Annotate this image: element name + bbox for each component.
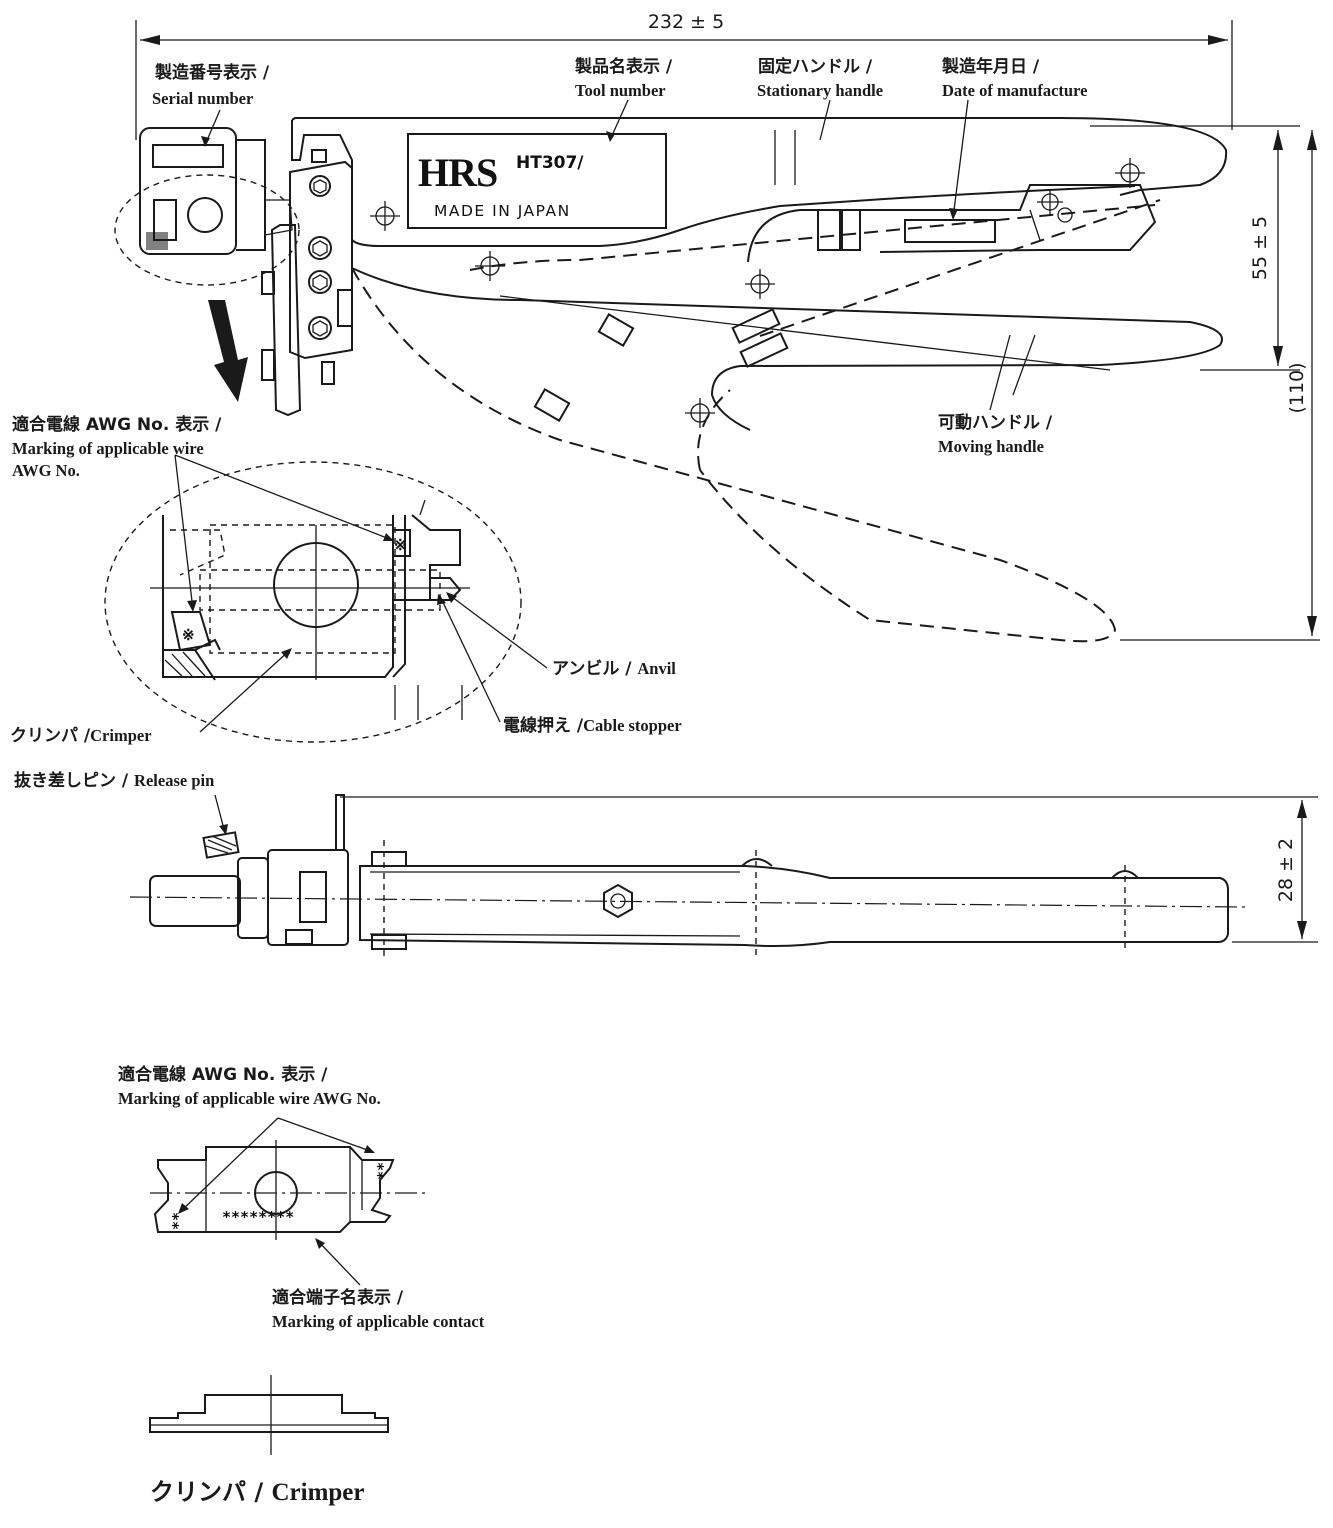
anvil-label-jp: アンビル / xyxy=(552,659,637,679)
serial-label-jp: 製造番号表示 / xyxy=(154,62,270,83)
release-pin-label: 抜き差しピン / Release pin xyxy=(14,770,214,791)
crimper-front-mark-right: ** xyxy=(369,1162,387,1180)
awg2-label-en: Marking of applicable wire AWG No. xyxy=(118,1089,381,1108)
side-view-leaders xyxy=(201,99,1036,396)
tool-side-view: HRS HT307/ MADE IN JAPAN xyxy=(114,117,1228,643)
height-dimensions: 55 ± 5 (110) xyxy=(1090,125,1320,641)
date-label-jp: 製造年月日 / xyxy=(941,56,1040,77)
tool-number-label-jp: 製品名表示 / xyxy=(574,56,673,77)
awg-label-en-1: Marking of applicable wire xyxy=(12,439,204,458)
open-height-value: (110) xyxy=(1286,362,1308,413)
crimper-front-contact-mark: ******** xyxy=(222,1208,294,1226)
handle-height-value: 55 ± 5 xyxy=(1249,216,1271,280)
contact-label-en: Marking of applicable contact xyxy=(272,1312,485,1331)
detail-mark-left: ※ xyxy=(182,626,195,644)
overall-length-value: 232 ± 5 xyxy=(648,11,724,33)
awg-label-en-2: AWG No. xyxy=(12,461,80,480)
release-pin-label-en: Release pin xyxy=(134,771,214,790)
overall-length-dimension: 232 ± 5 xyxy=(135,11,1233,140)
date-label-en: Date of manufacture xyxy=(942,81,1087,100)
head-detail-view: ※ ※ xyxy=(104,461,522,743)
stationary-handle-label-en: Stationary handle xyxy=(757,81,883,100)
awg-label-jp: 適合電線 AWG No. 表示 / xyxy=(12,414,222,435)
crimper-profile-view xyxy=(149,1375,389,1455)
width-value: 28 ± 2 xyxy=(1275,838,1297,902)
crimper-title-jp: クリンパ / xyxy=(150,1478,271,1506)
contact-label-jp: 適合端子名表示 / xyxy=(272,1287,404,1308)
moving-handle-label-en: Moving handle xyxy=(938,437,1044,456)
detail-mark-right: ※ xyxy=(394,536,407,554)
crimper-title: クリンパ / Crimper xyxy=(150,1478,365,1506)
cable-stopper-label-en: Cable stopper xyxy=(583,716,682,735)
crimper-detail-label-en: Crimper xyxy=(90,726,151,745)
nameplate-made-in: MADE IN JAPAN xyxy=(434,202,571,220)
crimper-front-leaders xyxy=(178,1117,375,1286)
crimper-detail-label-jp: クリンパ / xyxy=(10,726,91,746)
awg2-label-jp: 適合電線 AWG No. 表示 / xyxy=(118,1064,328,1085)
release-pin-label-jp: 抜き差しピン / xyxy=(14,770,134,791)
crimper-title-en: Crimper xyxy=(271,1479,364,1506)
crimper-front-mark-left: ** xyxy=(164,1212,182,1230)
crimper-detail-label: クリンパ /Crimper xyxy=(10,726,152,746)
anvil-label-en: Anvil xyxy=(637,659,676,678)
stationary-handle-label-jp: 固定ハンドル / xyxy=(758,56,873,77)
detail-arrow xyxy=(208,300,248,402)
tool-top-view: 28 ± 2 xyxy=(129,794,1318,960)
crimper-front-view: ** ** ******** xyxy=(150,1140,425,1240)
serial-label-en: Serial number xyxy=(152,89,253,108)
nameplate: HRS HT307/ MADE IN JAPAN xyxy=(407,133,667,229)
tool-number-label-en: Tool number xyxy=(575,81,666,100)
pivot-marks xyxy=(370,158,1145,428)
moving-handle-label-jp: 可動ハンドル / xyxy=(938,412,1053,433)
nameplate-model: HT307/ xyxy=(516,153,584,173)
detail-leaders xyxy=(174,454,548,733)
detail-callout-ellipse xyxy=(114,174,300,286)
nameplate-logo: HRS xyxy=(418,150,497,195)
head-screws xyxy=(308,175,332,340)
cable-stopper-label: 電線押え /Cable stopper xyxy=(503,715,682,736)
cable-stopper-label-jp: 電線押え / xyxy=(503,715,584,736)
anvil-label: アンビル / Anvil xyxy=(552,659,676,679)
